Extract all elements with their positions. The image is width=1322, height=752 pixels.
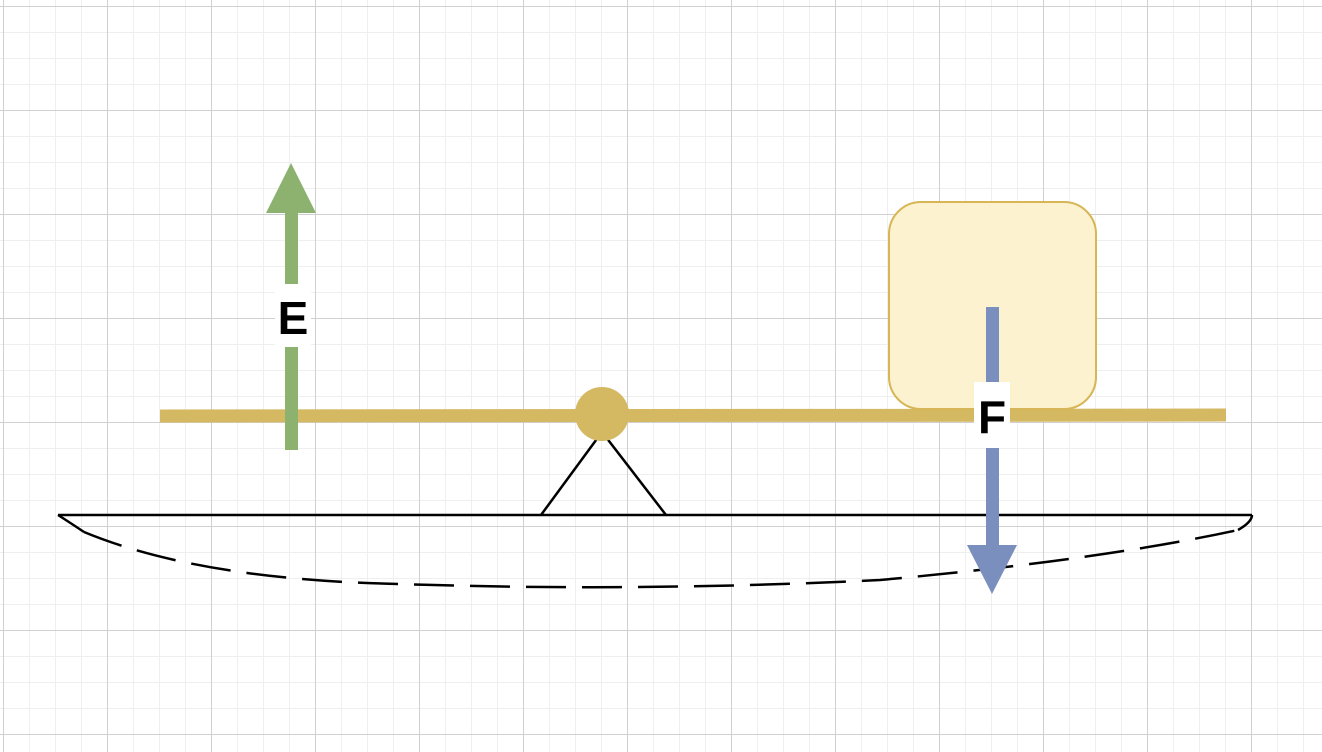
ground-end-right: [1237, 514, 1254, 532]
fulcrum-triangle: [539, 429, 667, 516]
effort-label: E: [278, 292, 309, 344]
ground-dashed-curve: [83, 528, 1239, 589]
effort-arrow: E: [266, 163, 316, 450]
load-arrow-head: [967, 545, 1017, 594]
load-force-label: F: [978, 391, 1006, 443]
load-label-background: [974, 382, 1010, 448]
effort-arrow-head: [266, 163, 316, 213]
effort-label-background: [275, 284, 311, 347]
ground-end-left: [57, 513, 85, 534]
lever-bar: [159, 408, 1227, 423]
fulcrum-pivot: [575, 387, 629, 441]
load-force-arrow: F: [967, 307, 1017, 594]
